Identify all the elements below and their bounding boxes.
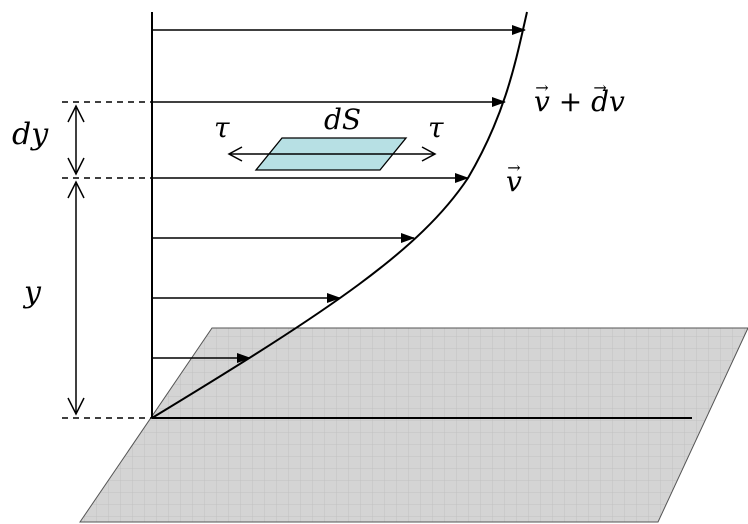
tau-right-label: τ (428, 111, 444, 144)
tau-left-label: τ (214, 111, 230, 144)
dy-label: dy (12, 117, 49, 152)
v-plus-dv-label: → v + → d v (534, 78, 625, 118)
y-label: y (24, 275, 41, 310)
vector-v: → v (506, 158, 522, 198)
vector-arrow-icon: → (593, 78, 607, 97)
vector-arrow-icon: → (507, 158, 521, 177)
velocity-profile-curve (151, 11, 528, 419)
shear-stress-arrow (227, 146, 437, 162)
vector-v: → v (534, 78, 550, 118)
y-dimension-arrow (67, 180, 85, 416)
vector-arrow-icon: → (535, 78, 549, 97)
plus-sign: + (558, 85, 583, 118)
v-label: → v (506, 158, 522, 198)
dy-dimension-arrow (67, 104, 85, 176)
stationary-plate (79, 327, 748, 523)
ds-label: dS (324, 103, 362, 136)
vector-d: → d (591, 78, 610, 118)
